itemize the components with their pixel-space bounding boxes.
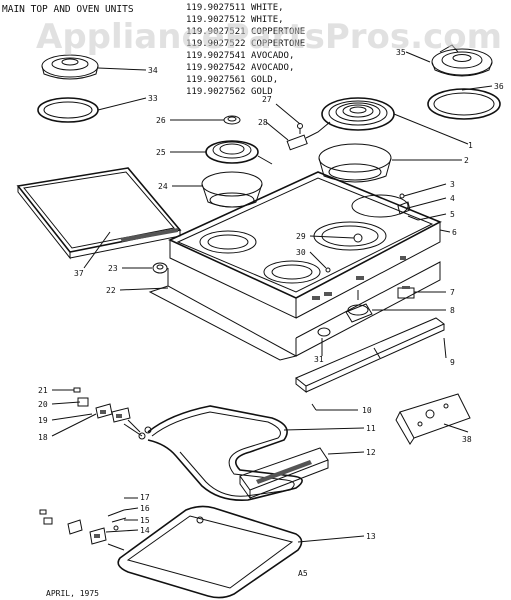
element-shield-12 xyxy=(239,447,329,500)
part-label: 4 xyxy=(450,194,455,203)
part-label: 25 xyxy=(156,148,166,157)
terminal-block-28 xyxy=(286,123,308,151)
model-line: 119.9027512 WHITE, xyxy=(186,15,284,25)
part-label: 18 xyxy=(38,433,48,442)
part-label: 36 xyxy=(494,82,504,91)
part-labels: 1 2 3 4 5 6 7 8 9 10 11 12 13 14 15 16 1… xyxy=(38,48,504,541)
surface-element-1 xyxy=(305,97,395,139)
switch-7 xyxy=(397,286,415,299)
part-label: 35 xyxy=(396,48,406,57)
part-label: 6 xyxy=(452,228,457,237)
part-label: 37 xyxy=(74,269,84,278)
part-label: 23 xyxy=(108,264,118,273)
part-label: 19 xyxy=(38,416,48,425)
reflector-bowl-2 xyxy=(318,143,392,183)
model-line: 119.9027541 AVOCADO, xyxy=(186,51,294,61)
clip-23 xyxy=(152,262,168,274)
cooktop-main-top-6 xyxy=(168,171,442,319)
model-line: 119.9027561 GOLD, xyxy=(186,75,278,85)
part-label: 15 xyxy=(140,516,150,525)
part-label: 2 xyxy=(464,156,469,165)
screws-29-30 xyxy=(325,267,331,273)
part-label: 1 xyxy=(468,141,473,150)
part-label: 27 xyxy=(262,95,272,104)
bake-element-11 xyxy=(138,405,303,502)
trim-ring-33 xyxy=(37,97,99,123)
model-line: 119.9027511 WHITE, xyxy=(186,3,284,13)
terminal-blocks-14-17 xyxy=(39,509,127,551)
part-label: 16 xyxy=(140,504,150,513)
part-label: 38 xyxy=(462,435,472,444)
infinite-switch-8 xyxy=(345,290,373,323)
part-label: 5 xyxy=(450,210,455,219)
part-label: 13 xyxy=(366,532,376,541)
part-label: 7 xyxy=(450,288,455,297)
watermark: AppliancePartsPros.com xyxy=(36,17,502,57)
part-label: 29 xyxy=(296,232,306,241)
part-label: 8 xyxy=(450,306,455,315)
part-label: 10 xyxy=(362,406,372,415)
bracket-31 xyxy=(317,327,331,337)
part-label: 14 xyxy=(140,526,150,535)
part-label: 24 xyxy=(158,182,168,191)
part-label: 17 xyxy=(140,493,150,502)
drip-pan-35 xyxy=(431,44,493,77)
part-label: 34 xyxy=(148,66,158,75)
mounting-bracket-38 xyxy=(395,393,471,445)
part-label: 30 xyxy=(296,248,306,257)
leader-lines xyxy=(51,51,493,543)
diagram-title: MAIN TOP AND OVEN UNITS xyxy=(2,4,134,15)
part-label: 9 xyxy=(450,358,455,367)
oven-bottom-13 xyxy=(117,505,303,599)
model-line: 119.9027521 COPPERTONE xyxy=(186,27,305,37)
part-label: 11 xyxy=(366,424,376,433)
cover-panel-37 xyxy=(16,167,182,260)
drip-pan-small-34 xyxy=(41,54,99,80)
bolt-10 xyxy=(311,403,317,411)
footer-date: APRIL, 1975 xyxy=(46,589,99,598)
reflector-bowl-24 xyxy=(201,171,263,208)
footer-page: A5 xyxy=(298,569,308,578)
model-line: 119.9027522 COPPERTONE xyxy=(186,39,305,49)
frame-22 xyxy=(148,261,441,361)
cap-26 xyxy=(223,115,241,125)
part-label: 33 xyxy=(148,94,158,103)
part-label: 20 xyxy=(38,400,48,409)
part-label: 21 xyxy=(38,386,48,395)
part-label: 12 xyxy=(366,448,376,457)
model-line: 119.9027542 AVOCADO, xyxy=(186,63,294,73)
surface-unit-25 xyxy=(205,140,273,165)
trim-ring-36 xyxy=(427,88,501,120)
bracket-shield-9 xyxy=(295,317,445,394)
part-label: 28 xyxy=(258,118,268,127)
terminal-blocks-18-21 xyxy=(73,387,143,437)
part-label: 22 xyxy=(106,286,116,295)
model-line: 119.9027562 GOLD xyxy=(186,87,273,97)
part-label: 3 xyxy=(450,180,455,189)
part-label: 31 xyxy=(314,355,324,364)
model-list: 119.9027511 WHITE, 119.9027512 WHITE, 11… xyxy=(186,3,305,97)
part-label: 26 xyxy=(156,116,166,125)
